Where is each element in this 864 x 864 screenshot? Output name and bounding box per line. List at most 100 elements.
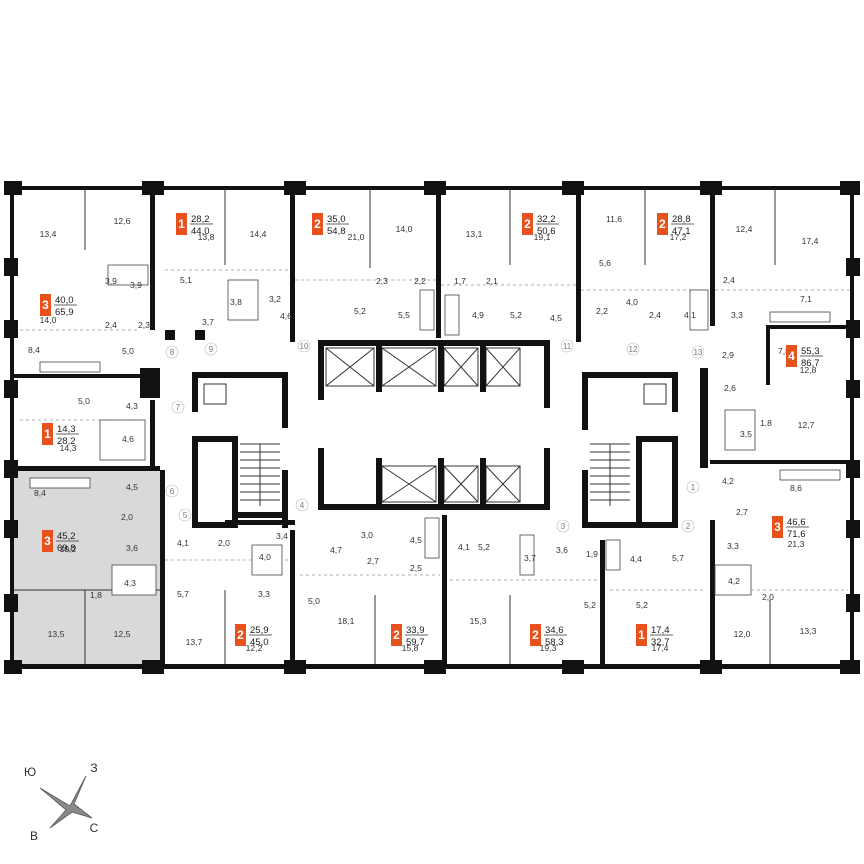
total-area: 45,0 [250, 637, 269, 648]
room-area-label: 4,2 [722, 476, 734, 486]
room-area-label: 11,6 [606, 214, 622, 224]
room-area-label: 2,4 [649, 310, 661, 320]
total-area: 58,3 [545, 637, 564, 648]
rooms-count: 1 [638, 628, 645, 642]
room-area-label: 13,3 [800, 626, 817, 636]
room-area-label: 5,1 [180, 275, 192, 285]
compass-east: В [30, 829, 38, 843]
room-area-label: 19,1 [534, 232, 551, 242]
unit-number-marker [626, 342, 640, 356]
room-area-label: 4,5 [410, 535, 422, 545]
room-area-label: 3,9 [130, 280, 142, 290]
room-area-label: 4,7 [330, 545, 342, 555]
room-area-label: 1,8 [90, 590, 102, 600]
compass-west: З [90, 761, 97, 775]
rooms-badge [312, 213, 323, 235]
living-area: 55,3 [801, 346, 820, 357]
compass: Ю З В С [24, 761, 99, 843]
room-area-label: 3,3 [727, 541, 739, 551]
rooms-badge [42, 530, 53, 552]
room-area-label: 4,6 [280, 311, 292, 321]
unit-number: 11 [563, 342, 572, 351]
room-area-label: 2,4 [105, 320, 117, 330]
room-area-label: 17,4 [652, 643, 669, 653]
room-area-label: 5,2 [510, 310, 522, 320]
partitions [14, 190, 850, 664]
room-area-label: 12,6 [114, 216, 131, 226]
unit-number: 6 [170, 487, 175, 496]
room-area-label: 5,0 [122, 346, 134, 356]
unit-number: 12 [629, 345, 638, 354]
room-area-label: 5,7 [672, 553, 684, 563]
room-area-label: 2,3 [376, 276, 388, 286]
total-area: 71,6 [787, 529, 806, 540]
compass-star-icon [39, 775, 93, 829]
room-area-label: 5,6 [599, 258, 611, 268]
room-area-label: 2,0 [762, 592, 774, 602]
room-area-label: 8,6 [790, 483, 802, 493]
rooms-count: 2 [393, 628, 400, 642]
rooms-badge [176, 213, 187, 235]
living-area: 35,0 [327, 214, 346, 225]
room-area-label: 13,4 [40, 229, 57, 239]
total-area: 47,1 [672, 226, 691, 237]
room-area-label: 2,0 [218, 538, 230, 548]
room-area-label: 4,9 [472, 310, 484, 320]
unit-number-marker [204, 342, 218, 356]
total-area: 44,0 [191, 226, 210, 237]
unit-number: 7 [176, 403, 181, 412]
room-area-label: 17,2 [670, 232, 687, 242]
room-area-label: 5,0 [78, 396, 90, 406]
unit-number-marker [681, 519, 695, 533]
rooms-count: 3 [44, 534, 51, 548]
room-area-label: 4,5 [126, 482, 138, 492]
room-area-label: 4,1 [458, 542, 470, 552]
room-area-label: 4,3 [126, 401, 138, 411]
room-area-label: 2,9 [722, 350, 734, 360]
interior-walls [14, 190, 850, 666]
apartment-highlight-a8[interactable] [14, 470, 160, 668]
unit-number-marker [686, 480, 700, 494]
unit-number: 5 [183, 511, 188, 520]
unit-number-marker [560, 339, 574, 353]
living-area: 45,2 [57, 531, 76, 542]
room-area-label: 21,0 [348, 232, 365, 242]
room-area-label: 3,6 [556, 545, 568, 555]
apartment-badge-a10[interactable]: 2 33,959,7 [391, 624, 428, 648]
room-area-label: 3,2 [269, 294, 281, 304]
room-area-label: 7,1 [800, 294, 812, 304]
room-area-label: 3,3 [258, 589, 270, 599]
room-area-label: 1,8 [760, 418, 772, 428]
room-area-label: 13,7 [186, 637, 203, 647]
total-area: 59,7 [406, 637, 425, 648]
unit-number: 9 [209, 345, 214, 354]
room-area-label: 3,7 [202, 317, 214, 327]
rooms-count: 4 [788, 349, 795, 363]
room-area-label: 15,8 [402, 643, 419, 653]
unit-number: 10 [300, 342, 309, 351]
room-area-label: 13,5 [48, 629, 65, 639]
unit-number: 8 [170, 348, 175, 357]
room-area-label: 5,2 [478, 542, 490, 552]
room-area-label: 18,1 [338, 616, 355, 626]
living-area: 14,3 [57, 424, 76, 435]
rooms-badge [772, 516, 783, 538]
living-area: 33,9 [406, 625, 425, 636]
rooms-count: 2 [237, 628, 244, 642]
room-area-label: 2,2 [596, 306, 608, 316]
room-area-label: 12,2 [246, 643, 263, 653]
room-area-label: 2,5 [410, 563, 422, 573]
